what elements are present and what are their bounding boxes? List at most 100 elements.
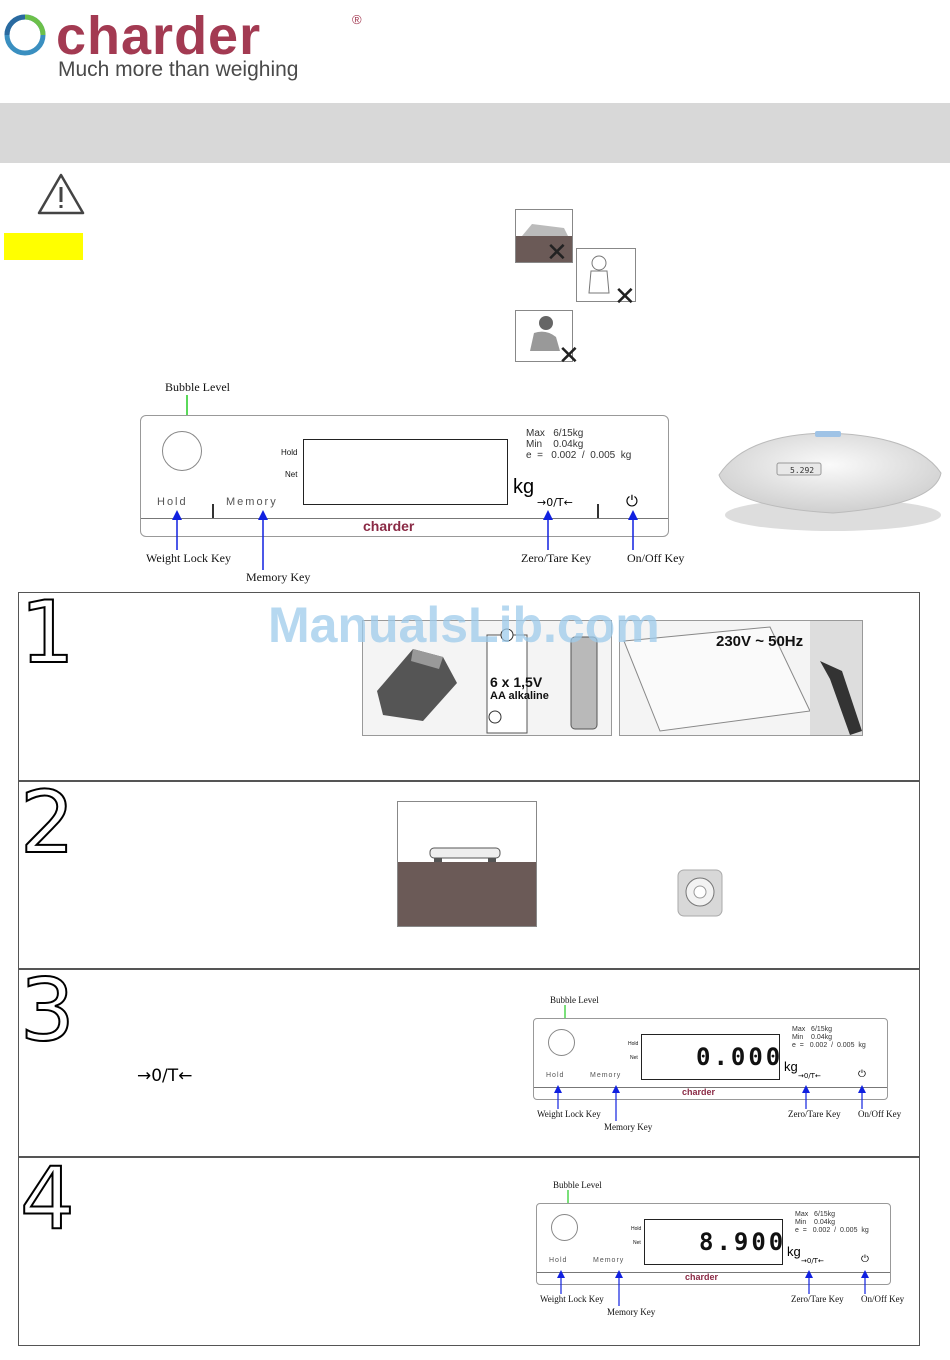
memory-button[interactable]: Memory [226, 496, 278, 508]
memory-key-label: Memory Key [604, 1122, 653, 1132]
bubble-level-label: Bubble Level [553, 1180, 602, 1190]
level-surface-illustration [397, 801, 537, 927]
blue-arrow-icon [858, 1085, 866, 1109]
warning-icon [37, 173, 85, 215]
title-band [0, 103, 950, 163]
zero-tare-button[interactable]: →0/T← [798, 1072, 821, 1080]
step-3-box [18, 968, 920, 1158]
key-divider [212, 504, 214, 518]
memory-key-label: Memory Key [607, 1307, 656, 1317]
step-number: 1 [19, 583, 76, 683]
spec-text: Max 6/15kg Min 0.04kg e = 0.002 / 0.005 … [792, 1026, 866, 1049]
blue-arrow-icon [861, 1270, 869, 1294]
power-spec-label: 230V ~ 50Hz [716, 633, 804, 650]
panel-baseline [141, 518, 668, 519]
charder-logo-ring-icon [4, 14, 46, 56]
registered-mark: ® [352, 12, 362, 27]
step-number: 4 [19, 1149, 76, 1249]
highlight-marker [4, 233, 83, 260]
zero-tare-key-label: Zero/Tare Key [521, 551, 592, 565]
lcd-display [644, 1219, 783, 1265]
battery-type-label: AA alkaline [490, 690, 549, 702]
zero-tare-symbol: →0/T← [137, 1066, 193, 1086]
blue-arrow-icon [543, 510, 553, 550]
spec-text: Max 6/15kg Min 0.04kg e = 0.002 / 0.005 … [795, 1211, 869, 1234]
step-2-box [18, 780, 920, 970]
blue-arrow-icon [258, 510, 268, 570]
blue-arrow-icon [554, 1085, 562, 1109]
display-reading: 8.900 [699, 1228, 787, 1256]
zero-tare-button[interactable]: →0/T← [801, 1257, 824, 1265]
brand-tagline: Much more than weighing [58, 58, 299, 81]
control-panel: Hold Net Max 6/15kg Min 0.04kg e = 0.002… [140, 415, 669, 537]
key-divider [597, 504, 599, 518]
step-4-box [18, 1156, 920, 1346]
prohibit-x-icon: ✕ [546, 238, 568, 268]
lcd-display [303, 439, 508, 505]
battery-count-label: 6 x 1,5V [490, 674, 543, 690]
unit-label: kg [513, 476, 535, 498]
memory-button[interactable]: Memory [590, 1072, 622, 1079]
blue-arrow-icon [557, 1270, 565, 1294]
blue-arrow-icon [802, 1085, 810, 1109]
hold-button[interactable]: Hold [546, 1072, 565, 1079]
memory-button[interactable]: Memory [593, 1257, 625, 1264]
product-photo [718, 431, 942, 531]
on-off-key-label: On/Off Key [627, 551, 685, 565]
battery-illustration [362, 620, 612, 736]
unit-label: kg [787, 1244, 801, 1259]
bubble-level-label: Bubble Level [550, 995, 599, 1005]
weight-lock-key-label: Weight Lock Key [537, 1109, 601, 1119]
zero-tare-button[interactable]: →0/T← [537, 496, 573, 509]
net-indicator: Net [630, 1055, 638, 1061]
warning-pictogram-surface [515, 209, 573, 263]
step-number: 2 [19, 773, 76, 873]
blue-arrow-icon [172, 510, 182, 550]
net-indicator: Net [633, 1240, 641, 1246]
bubble-level-label: Bubble Level [165, 380, 230, 394]
hold-button[interactable]: Hold [549, 1257, 568, 1264]
panel-baseline [534, 1087, 887, 1088]
power-adapter-illustration [619, 620, 863, 736]
blue-arrow-icon [628, 510, 638, 550]
bubble-level [551, 1214, 578, 1241]
step-number: 3 [19, 961, 76, 1061]
on-off-key-label: On/Off Key [858, 1109, 902, 1119]
hold-indicator: Hold [281, 448, 298, 457]
weight-lock-key-label: Weight Lock Key [146, 551, 232, 565]
hold-indicator: Hold [628, 1041, 639, 1047]
power-button[interactable]: ⏻ [861, 1254, 869, 1265]
bubble-level [162, 431, 202, 471]
warning-pictogram-crawling [515, 310, 573, 362]
prohibit-x-icon: ✕ [558, 341, 580, 371]
zero-tare-key-label: Zero/Tare Key [788, 1109, 841, 1119]
display-reading: 0.000 [696, 1043, 784, 1071]
bubble-level-icon [677, 869, 723, 917]
spec-text: Max 6/15kg Min 0.04kg e = 0.002 / 0.005 … [526, 428, 632, 461]
lcd-display [641, 1034, 780, 1080]
hold-button[interactable]: Hold [157, 496, 188, 508]
panel-brand: charder [685, 1272, 719, 1282]
zero-tare-key-label: Zero/Tare Key [791, 1294, 844, 1304]
panel-baseline [537, 1272, 890, 1273]
blue-arrow-icon [612, 1085, 620, 1121]
prohibit-x-icon: ✕ [614, 282, 636, 312]
warning-pictogram-baby [576, 248, 636, 302]
power-button[interactable]: ⏻ [858, 1069, 866, 1080]
blue-arrow-icon [805, 1270, 813, 1294]
watermark: ManualsLib.com [268, 597, 660, 653]
control-panel-step-3: Hold Net 0.000 Max 6/15kg Min 0.04kg e =… [533, 1018, 888, 1100]
product-display-reading: 5.292 [790, 466, 815, 475]
brand-logo-text: charder [56, 6, 262, 66]
memory-key-label: Memory Key [246, 570, 311, 584]
weight-lock-key-label: Weight Lock Key [540, 1294, 604, 1304]
power-button[interactable]: ⏻ [626, 492, 638, 510]
panel-brand: charder [363, 518, 415, 534]
panel-brand: charder [682, 1087, 716, 1097]
control-panel-step-4: Hold Net 8.900 Max 6/15kg Min 0.04kg e =… [536, 1203, 891, 1285]
on-off-key-label: On/Off Key [861, 1294, 905, 1304]
unit-label: kg [784, 1059, 798, 1074]
blue-arrow-icon [615, 1270, 623, 1306]
step-1-box [18, 592, 920, 782]
hold-indicator: Hold [631, 1226, 642, 1232]
